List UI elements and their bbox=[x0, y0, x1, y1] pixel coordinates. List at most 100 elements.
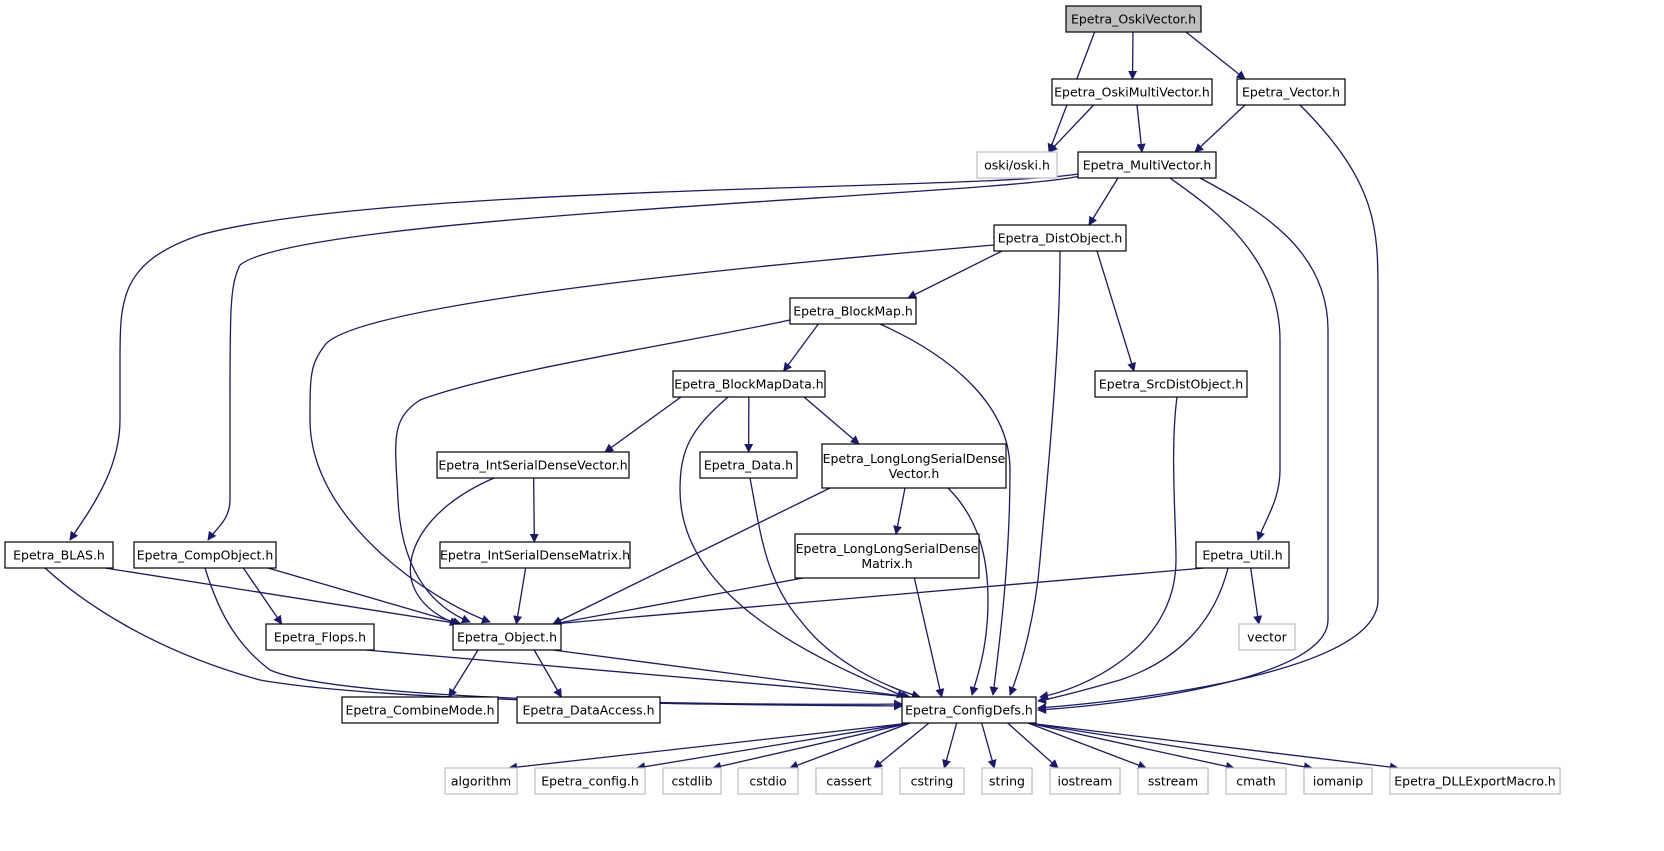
node-label: Epetra_BlockMap.h bbox=[793, 304, 913, 319]
edge-arrow bbox=[365, 649, 911, 701]
node-multivector[interactable]: Epetra_MultiVector.h bbox=[1077, 151, 1217, 179]
node-label: cstdlib bbox=[671, 774, 712, 789]
node-box bbox=[789, 297, 917, 325]
edge-arrow bbox=[552, 487, 831, 625]
edge-arrow bbox=[104, 567, 462, 628]
node-oskivector[interactable]: Epetra_OskiVector.h bbox=[1065, 5, 1202, 33]
edge-multivector-to-blas bbox=[69, 173, 1079, 541]
node-oskimultivector[interactable]: Epetra_OskiMultiVector.h bbox=[1051, 78, 1213, 106]
edge-multivector-to-distobject bbox=[1088, 177, 1119, 226]
edge-longlongserialdensematrix-to-configdefs bbox=[913, 577, 945, 698]
node-label: Epetra_ConfigDefs.h bbox=[905, 703, 1033, 718]
edge-arrow bbox=[508, 722, 911, 772]
edge-arrow bbox=[913, 577, 945, 698]
edge-arrow bbox=[1037, 567, 1229, 705]
node-blockmap[interactable]: Epetra_BlockMap.h bbox=[789, 297, 917, 325]
edge-arrow bbox=[1008, 250, 1061, 696]
edge-arrow bbox=[552, 577, 804, 627]
edge-arrow bbox=[893, 487, 906, 535]
edge-configdefs-to-cmath bbox=[1027, 722, 1235, 771]
edge-distobject-to-configdefs bbox=[1008, 250, 1061, 696]
edge-distobject-to-blockmap bbox=[907, 250, 1003, 299]
node-box bbox=[1389, 767, 1561, 795]
node-box bbox=[4, 541, 114, 569]
edge-longlongserialdensevector-to-longlongserialdensematrix bbox=[893, 487, 906, 535]
node-box bbox=[439, 541, 631, 569]
node-box bbox=[265, 623, 375, 651]
node-object[interactable]: Epetra_Object.h bbox=[452, 623, 562, 651]
edge-configdefs-to-iomanip bbox=[1027, 722, 1313, 772]
edge-configdefs-to-cassert bbox=[873, 722, 930, 769]
edge-arrow bbox=[1007, 722, 1059, 769]
node-label: Epetra_MultiVector.h bbox=[1083, 158, 1212, 173]
edge-object-to-configdefs bbox=[552, 649, 911, 701]
node-vectorstd: vector bbox=[1238, 623, 1296, 651]
node-util[interactable]: Epetra_Util.h bbox=[1195, 541, 1290, 569]
edge-arrow bbox=[44, 567, 903, 711]
node-data[interactable]: Epetra_Data.h bbox=[699, 451, 798, 479]
node-blas[interactable]: Epetra_BLAS.h bbox=[4, 541, 114, 569]
node-label: Epetra_CombineMode.h bbox=[346, 703, 495, 718]
node-configdefs[interactable]: Epetra_ConfigDefs.h bbox=[901, 696, 1037, 724]
edge-arrow bbox=[1194, 104, 1246, 153]
edge-arrow bbox=[1096, 250, 1136, 372]
edge-blockmapdata-to-configdefs bbox=[679, 396, 906, 698]
node-box bbox=[794, 533, 980, 579]
node-dataaccess[interactable]: Epetra_DataAccess.h bbox=[516, 696, 661, 724]
node-blockmapdata[interactable]: Epetra_BlockMapData.h bbox=[672, 370, 826, 398]
edge-arrow bbox=[712, 722, 911, 771]
node-distobject[interactable]: Epetra_DistObject.h bbox=[993, 224, 1127, 252]
edge-oskimultivector-to-oski bbox=[1048, 104, 1095, 153]
node-vector[interactable]: Epetra_Vector.h bbox=[1236, 78, 1346, 106]
edge-arrow bbox=[533, 649, 562, 698]
node-label: Epetra_config.h bbox=[541, 774, 639, 789]
edge-data-to-configdefs bbox=[749, 477, 921, 699]
node-box bbox=[1049, 767, 1121, 795]
node-box bbox=[981, 767, 1033, 795]
node-box bbox=[444, 767, 518, 795]
edge-arrow bbox=[69, 173, 1079, 541]
edge-arrow bbox=[604, 396, 682, 453]
edge-multivector-to-compobject bbox=[207, 175, 1081, 541]
node-box bbox=[672, 370, 826, 398]
node-intserialdensematrix[interactable]: Epetra_IntSerialDenseMatrix.h bbox=[439, 541, 631, 569]
edge-longlongserialdensevector-to-configdefs bbox=[947, 487, 989, 696]
node-combinemode[interactable]: Epetra_CombineMode.h bbox=[341, 696, 499, 724]
edge-util-to-vectorstd bbox=[1250, 567, 1263, 625]
node-intserialdensevector[interactable]: Epetra_IntSerialDenseVector.h bbox=[436, 451, 630, 479]
node-flops[interactable]: Epetra_Flops.h bbox=[265, 623, 375, 651]
edge-arrow bbox=[789, 722, 911, 770]
edge-util-to-configdefs bbox=[1037, 567, 1229, 705]
edge-util-to-object bbox=[552, 567, 1205, 628]
edge-arrow bbox=[803, 396, 860, 445]
node-compobject[interactable]: Epetra_CompObject.h bbox=[133, 541, 277, 569]
node-label: Epetra_IntSerialDenseVector.h bbox=[438, 458, 627, 473]
node-label: Epetra_CompObject.h bbox=[137, 548, 274, 563]
node-sstream: sstream bbox=[1137, 767, 1209, 795]
edge-arrow bbox=[395, 319, 791, 624]
node-box bbox=[1225, 767, 1287, 795]
edge-configdefs-to-dllexport bbox=[1027, 722, 1399, 772]
node-iostream: iostream bbox=[1049, 767, 1121, 795]
node-label: Epetra_DLLExportMacro.h bbox=[1394, 774, 1555, 789]
edge-arrow bbox=[907, 250, 1003, 299]
edge-blockmapdata-to-longlongserialdensevector bbox=[803, 396, 860, 445]
node-box bbox=[452, 623, 562, 651]
node-label: Epetra_LongLongSerialDense bbox=[796, 541, 979, 556]
node-box bbox=[737, 767, 799, 795]
edge-oskivector-to-vector bbox=[1185, 31, 1246, 80]
node-label: Matrix.h bbox=[861, 556, 912, 571]
node-box bbox=[1236, 78, 1346, 106]
node-label: Epetra_Util.h bbox=[1202, 548, 1282, 563]
nodes-layer: Epetra_OskiVector.hEpetra_OskiMultiVecto… bbox=[4, 5, 1561, 795]
node-string: string bbox=[981, 767, 1033, 795]
edge-arrow bbox=[1048, 104, 1095, 153]
edge-arrow bbox=[513, 567, 527, 625]
node-box bbox=[1065, 5, 1202, 33]
node-srcdistobject[interactable]: Epetra_SrcDistObject.h bbox=[1094, 370, 1248, 398]
edge-arrow bbox=[679, 396, 906, 698]
edge-arrow bbox=[1136, 104, 1146, 153]
edge-arrow bbox=[1027, 722, 1147, 770]
